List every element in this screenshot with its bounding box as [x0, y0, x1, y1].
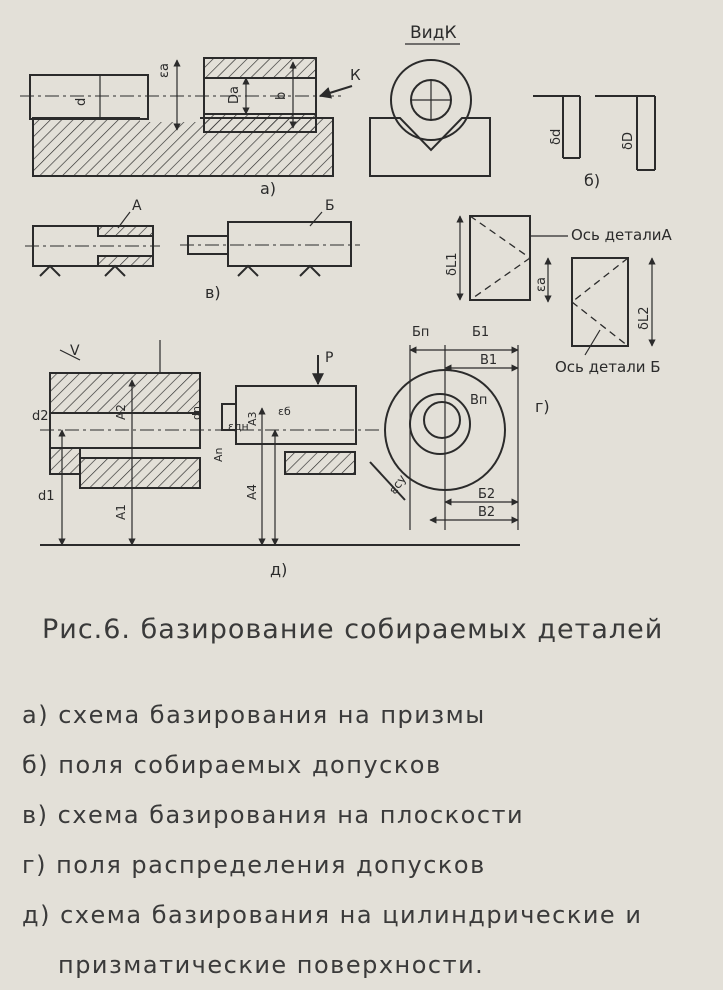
- fig-v-part-b: [227, 221, 352, 267]
- view-k: ВидК: [369, 23, 491, 177]
- label-delta-l1: δL1: [445, 253, 460, 276]
- label-vn: Вп: [470, 393, 487, 408]
- label-view-k: ВидК: [410, 23, 457, 43]
- legend-item-d: д) схема базирования на цилиндрические и: [22, 901, 643, 929]
- label-delta-d-small: δd: [549, 129, 564, 145]
- label-k: К: [350, 66, 361, 84]
- figure-d: V P d2 d1 A2 A1 dn An εдн A3 A4 εб д) Бп…: [32, 325, 520, 579]
- figure-g: δL1 Ось деталиА εа δL2 Ось детали Б г): [445, 215, 673, 416]
- label-b2: Б2: [478, 487, 495, 502]
- label-delta-l2: δL2: [637, 307, 652, 330]
- label-a4: A4: [245, 484, 259, 500]
- fig-a-base-notch: [140, 104, 200, 122]
- label-d: d: [74, 98, 89, 106]
- label-b1-top: Б1: [472, 325, 489, 340]
- label-v2: В2: [478, 505, 495, 520]
- label-e-dn: εдн: [228, 420, 249, 433]
- fig-g-field-1: [469, 215, 531, 301]
- label-a3: A3: [246, 411, 259, 426]
- label-p: P: [325, 350, 333, 366]
- label-part-b: Б: [325, 198, 335, 214]
- label-axis-a: Ось деталиА: [571, 226, 673, 244]
- label-part-a: А: [132, 198, 142, 214]
- label-bn-top: Бп: [412, 325, 429, 340]
- label-v1: В1: [480, 353, 497, 368]
- fig-d-support: [284, 451, 356, 475]
- view-k-outer-circle: [390, 59, 472, 141]
- view-k-prism: [369, 117, 491, 177]
- legend-item-d-cont: призматические поверхности.: [58, 951, 485, 979]
- label-a: а): [260, 179, 276, 198]
- label-dn: dn: [190, 406, 203, 420]
- label-axis-b: Ось детали Б: [555, 358, 661, 376]
- legend-list: а) схема базирования на призмы б) поля с…: [22, 690, 712, 990]
- label-b: б): [584, 171, 600, 190]
- fig-g-field-2: [571, 257, 629, 347]
- legend-item-a: а) схема базирования на призмы: [22, 701, 486, 729]
- figure-caption: Рис.6. базирование собираемых деталей: [42, 614, 664, 645]
- label-da: Da: [227, 86, 242, 104]
- label-a1: A1: [114, 504, 128, 520]
- figure-a: εа d Da b К а): [20, 57, 361, 198]
- fig-a-bushing-bottom: [203, 113, 317, 133]
- label-d2: d2: [32, 409, 49, 424]
- label-e-a: εа: [157, 63, 172, 78]
- fig-d-inner-circle: [423, 401, 461, 439]
- label-g: г): [535, 397, 550, 416]
- legend-item-v: в) схема базирования на плоскости: [22, 801, 525, 829]
- legend-item-b: б) поля собираемых допусков: [22, 751, 442, 779]
- figure-b: δd δD б): [533, 95, 656, 190]
- label-v-mark: V: [70, 343, 80, 359]
- technical-drawing: εа d Da b К а) ВидК δd δD б) А: [20, 23, 673, 579]
- label-e-a2: εа: [534, 277, 549, 292]
- label-b: b: [274, 92, 289, 100]
- label-d: д): [270, 560, 287, 579]
- label-v: в): [205, 283, 221, 302]
- fig-d-body-bottom: [79, 457, 201, 489]
- label-delta-d-large: δD: [621, 132, 636, 150]
- legend-item-g: г) поля распределения допусков: [22, 851, 486, 879]
- label-a2: A2: [114, 404, 128, 420]
- label-e-b: εб: [278, 405, 291, 418]
- fig-a-bushing-top: [203, 57, 317, 79]
- label-d1: d1: [38, 489, 55, 504]
- fig-a-shaft: [29, 74, 149, 120]
- label-an: An: [212, 447, 225, 462]
- figure-v: А Б в): [25, 198, 360, 302]
